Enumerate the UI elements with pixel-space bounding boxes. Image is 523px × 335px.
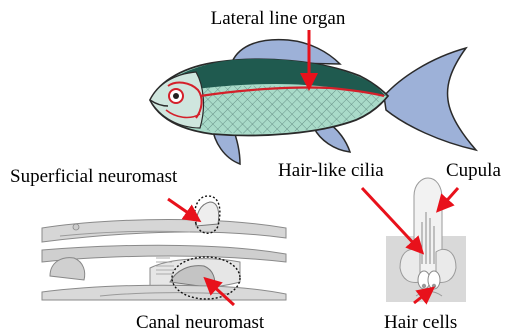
label-cupula: Cupula xyxy=(446,160,501,181)
fish-illustration xyxy=(150,40,476,164)
arrow-cupula xyxy=(442,188,458,206)
tail-fin xyxy=(384,48,476,150)
skin-cross-section xyxy=(38,196,286,302)
neuromast-detail xyxy=(386,178,466,302)
label-hair-like-cilia: Hair-like cilia xyxy=(278,160,384,181)
label-lateral-line-organ: Lateral line organ xyxy=(211,8,346,29)
label-canal-neuromast: Canal neuromast xyxy=(136,312,265,333)
label-hair-cells: Hair cells xyxy=(384,312,457,333)
label-superficial-neuromast: Superficial neuromast xyxy=(10,166,178,187)
